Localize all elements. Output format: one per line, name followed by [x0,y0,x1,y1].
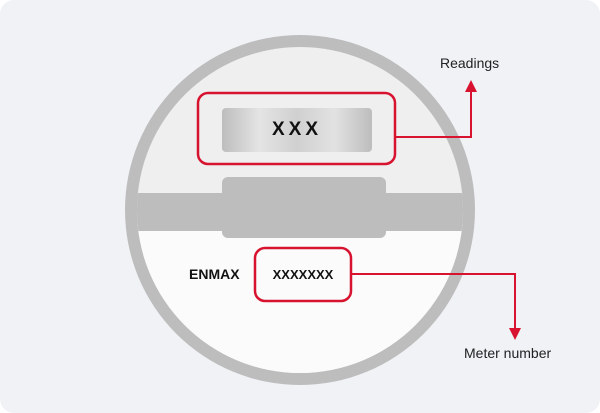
readings-highlight-box [196,91,397,166]
meter-display [222,108,372,152]
meter-brand-label: ENMAX [189,266,240,282]
readings-callout-label: Readings [440,55,500,71]
meter-serial-number: XXXXXXX [272,266,334,282]
readings-connector-line [395,90,472,138]
readings-arrowhead [465,80,477,92]
meter-reading-value: XXX [271,119,323,140]
meter-center-block [222,177,386,238]
meter-number-arrowhead [509,328,521,340]
meter-number-callout-label: Meter number [464,345,552,361]
meter-number-connector-line [351,273,516,330]
